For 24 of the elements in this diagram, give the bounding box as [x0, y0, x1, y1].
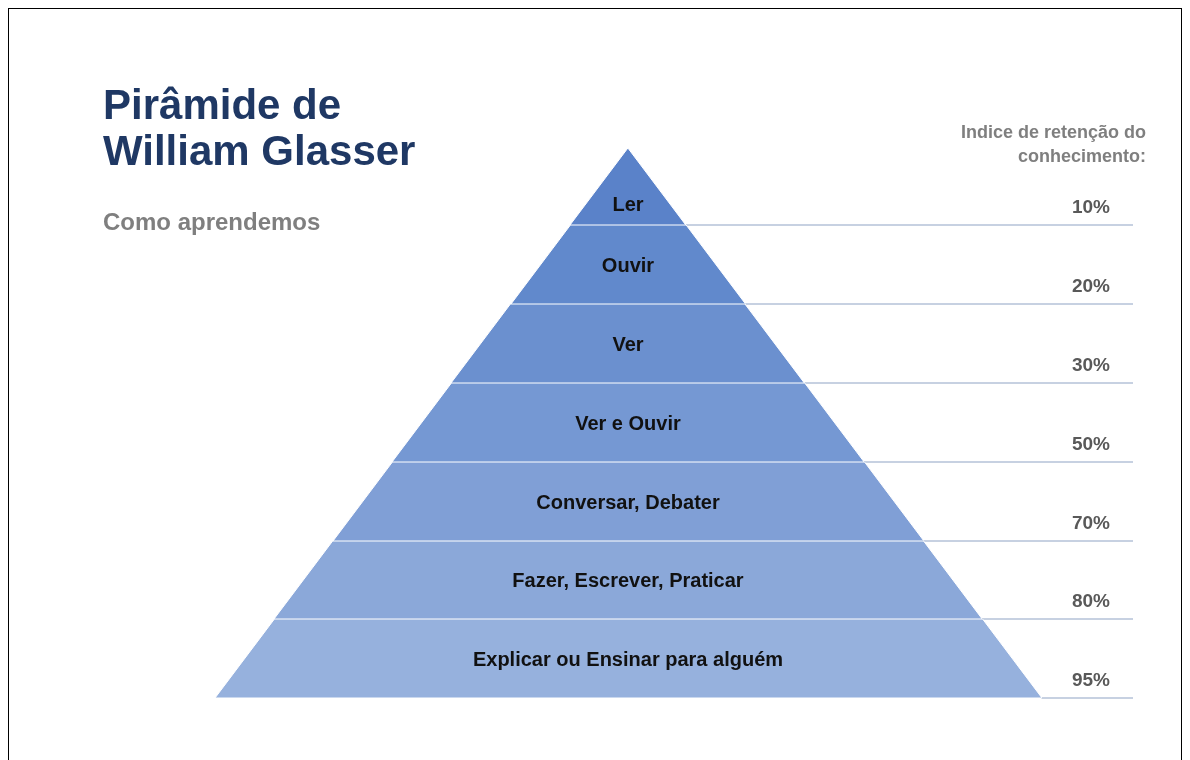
pyramid-layer [510, 225, 746, 304]
percentage-label: 70% [1070, 511, 1110, 535]
column-heading: Indice de retenção do conhecimento: [959, 121, 1146, 168]
percentage-label: 10% [1070, 195, 1110, 219]
pyramid-layer [391, 383, 865, 462]
pyramid-top-triangle [570, 148, 686, 225]
pyramid-layer [214, 619, 1042, 698]
layer-label: Fazer, Escrever, Praticar [512, 568, 744, 593]
layer-label: Ver [612, 331, 644, 357]
percentage-label: 20% [1070, 274, 1110, 298]
title: Pirâmide de William Glasser [103, 82, 417, 174]
layer-label: Ler [612, 192, 644, 217]
subtitle: Como aprendemos [103, 207, 321, 237]
pyramid-layer [332, 462, 924, 541]
pyramid-layer [273, 541, 983, 619]
pyramid-layer [451, 304, 805, 383]
layer-label: Ouvir [601, 252, 655, 278]
layer-label: Ver e Ouvir [575, 410, 681, 436]
percentage-label: 30% [1070, 353, 1110, 377]
percentage-label: 95% [1070, 668, 1110, 692]
layer-label: Explicar ou Ensinar para alguém [472, 646, 784, 672]
percentage-label: 80% [1070, 589, 1110, 613]
layer-label: Conversar, Debater [536, 489, 720, 515]
percentage-label: 50% [1070, 432, 1110, 456]
